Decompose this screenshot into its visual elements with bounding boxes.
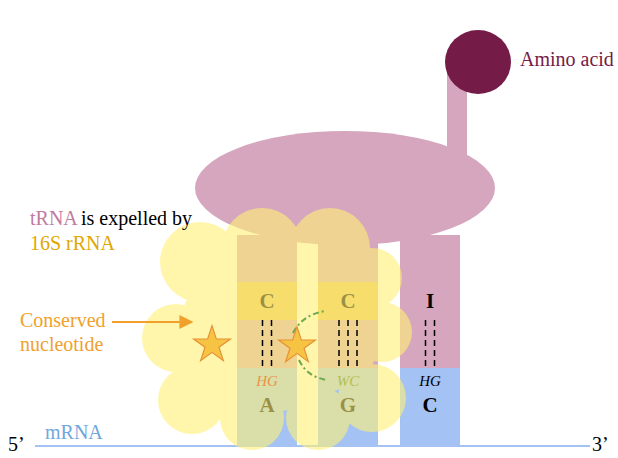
trna-body <box>195 131 495 245</box>
node-text: WC <box>337 374 360 389</box>
caption-text: is expelled by <box>81 206 192 230</box>
anticodon-base: C <box>318 282 378 320</box>
base-pair-bond <box>339 320 357 368</box>
end-label: 5’ <box>8 432 25 456</box>
anticodon-base: I <box>400 282 460 320</box>
amino-acid-circle: Amino acid <box>445 30 511 94</box>
trna-leg <box>400 235 460 368</box>
node-text: G <box>340 395 356 416</box>
rrna-cloud <box>142 208 412 450</box>
node-text: Amino acid <box>520 49 614 69</box>
node-text: A <box>259 395 274 416</box>
trna-label: tRNA <box>30 206 78 230</box>
mrna-label: mRNA <box>45 420 103 444</box>
node-text: C <box>259 291 274 312</box>
trna-leg <box>237 235 297 368</box>
conserved-star <box>279 327 316 362</box>
trna-leg <box>318 235 378 368</box>
codon-base: WC G <box>318 368 378 446</box>
rrna-label: 16S rRNA <box>30 231 115 255</box>
codon-base: HG A <box>237 368 297 446</box>
node-text: HG <box>419 374 441 389</box>
conserved-star <box>194 326 231 361</box>
node-text: C <box>422 395 437 416</box>
end-label: 3’ <box>592 432 609 456</box>
codon-base: HG C <box>400 368 460 446</box>
anticodon-base: C <box>237 282 297 320</box>
mrna-strand <box>35 445 590 447</box>
circle-outline <box>445 30 511 94</box>
node-text: HG <box>256 374 278 389</box>
node-text: C <box>340 291 355 312</box>
base-pair-bond <box>426 320 435 368</box>
pointer-arrow <box>112 321 192 323</box>
amino-acid-shape <box>445 30 511 94</box>
base-pair-bond <box>263 320 272 368</box>
node-text: I <box>426 291 434 312</box>
callout-text: Conserved nucleotide <box>20 308 120 356</box>
